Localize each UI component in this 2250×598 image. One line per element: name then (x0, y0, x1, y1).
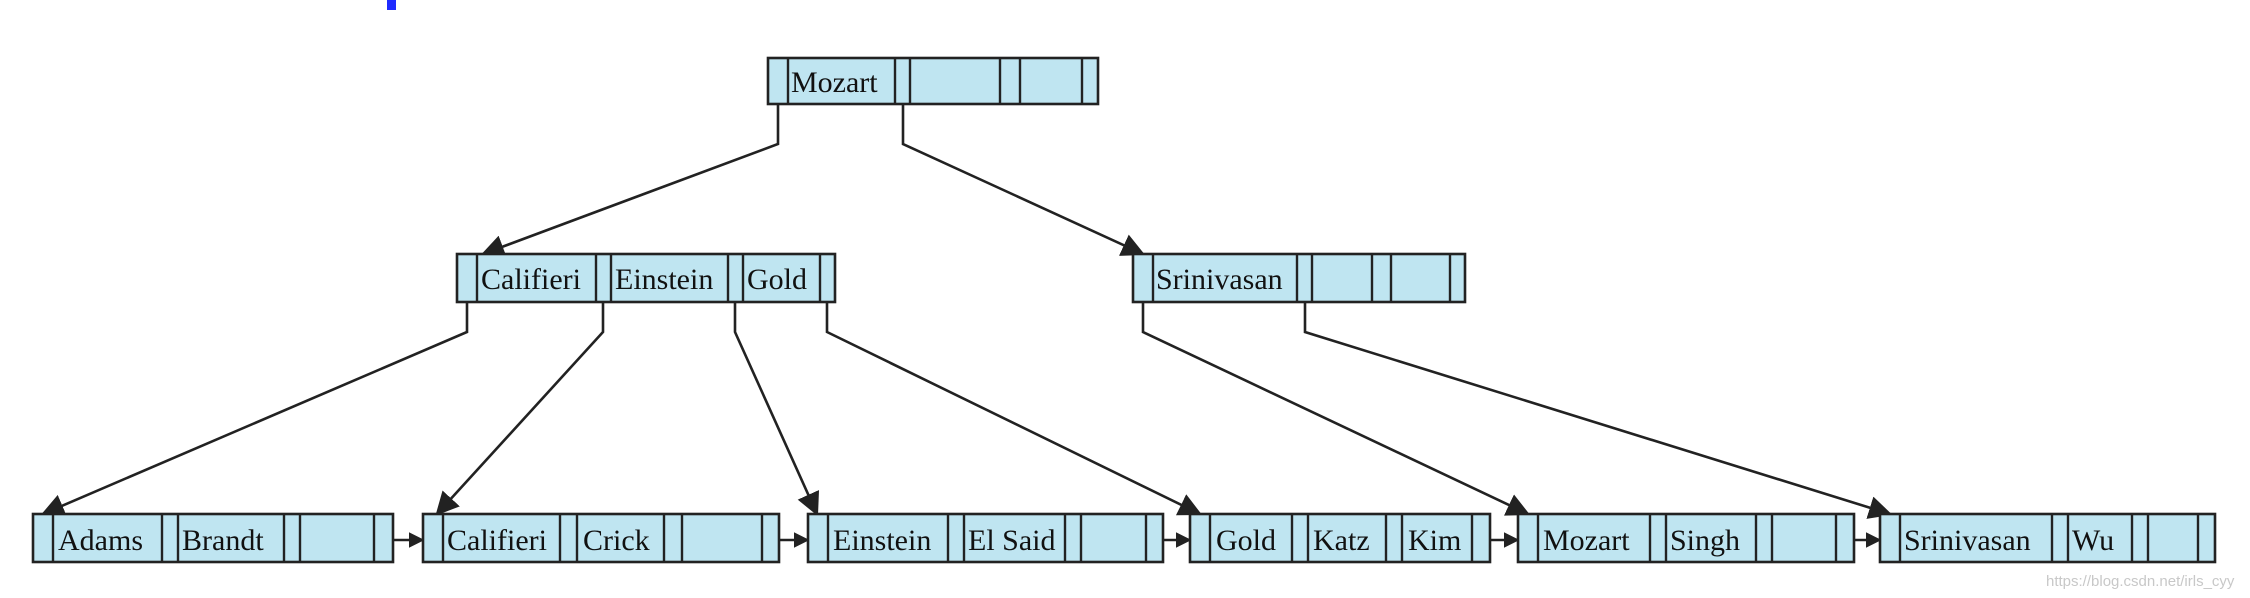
tree-edge-5 (733, 302, 820, 517)
leaf-3-key-2: El Said (968, 524, 1056, 557)
leaf-node-5: Mozart Singh (1516, 512, 1856, 564)
leaf-node-3: Einstein El Said (806, 512, 1165, 564)
internal-node-1: Califieri Einstein Gold (455, 252, 837, 304)
leaf-4-key-1: Gold (1216, 524, 1276, 557)
tree-edge-1 (480, 104, 780, 258)
internal-1-key-2: Einstein (615, 263, 713, 296)
leaf-3-key-1: Einstein (833, 524, 931, 557)
leaf-node-2: Califieri Crick (421, 512, 781, 564)
leaf-6-key-1: Srinivasan (1904, 524, 2031, 557)
root-node: Mozart (766, 56, 1100, 106)
tree-edge-8 (1303, 302, 1893, 519)
leaf-node-4: Gold Katz Kim (1188, 512, 1492, 564)
tree-edge-6 (825, 302, 1203, 516)
leaf-1-key-1: Adams (58, 524, 143, 557)
leaf-1-key-2: Brandt (182, 524, 264, 557)
leaf-4-key-3: Kim (1408, 524, 1461, 557)
tree-edge-4 (435, 302, 605, 516)
leaf-6-key-2: Wu (2072, 524, 2114, 557)
tree-edge-2 (901, 104, 1146, 256)
root-key-1: Mozart (791, 66, 878, 99)
leaf-5-key-1: Mozart (1543, 524, 1630, 557)
tree-edge-3 (40, 302, 469, 517)
watermark: https://blog.csdn.net/irls_cyy (2046, 573, 2235, 590)
tree-edges (40, 92, 1893, 519)
leaf-node-6: Srinivasan Wu (1878, 512, 2217, 564)
internal-2-key-1: Srinivasan (1156, 263, 1283, 296)
leaf-2-key-2: Crick (583, 524, 650, 557)
internal-1-key-3: Gold (747, 263, 807, 296)
leaf-node-1: Adams Brandt (31, 512, 395, 564)
leaf-2-key-1: Califieri (447, 524, 547, 557)
accent-mark (387, 0, 396, 10)
internal-node-2: Srinivasan (1131, 252, 1467, 304)
tree-edge-7 (1141, 302, 1531, 516)
leaf-4-key-2: Katz (1313, 524, 1370, 557)
internal-1-key-1: Califieri (481, 263, 581, 296)
leaf-5-key-2: Singh (1670, 524, 1740, 557)
